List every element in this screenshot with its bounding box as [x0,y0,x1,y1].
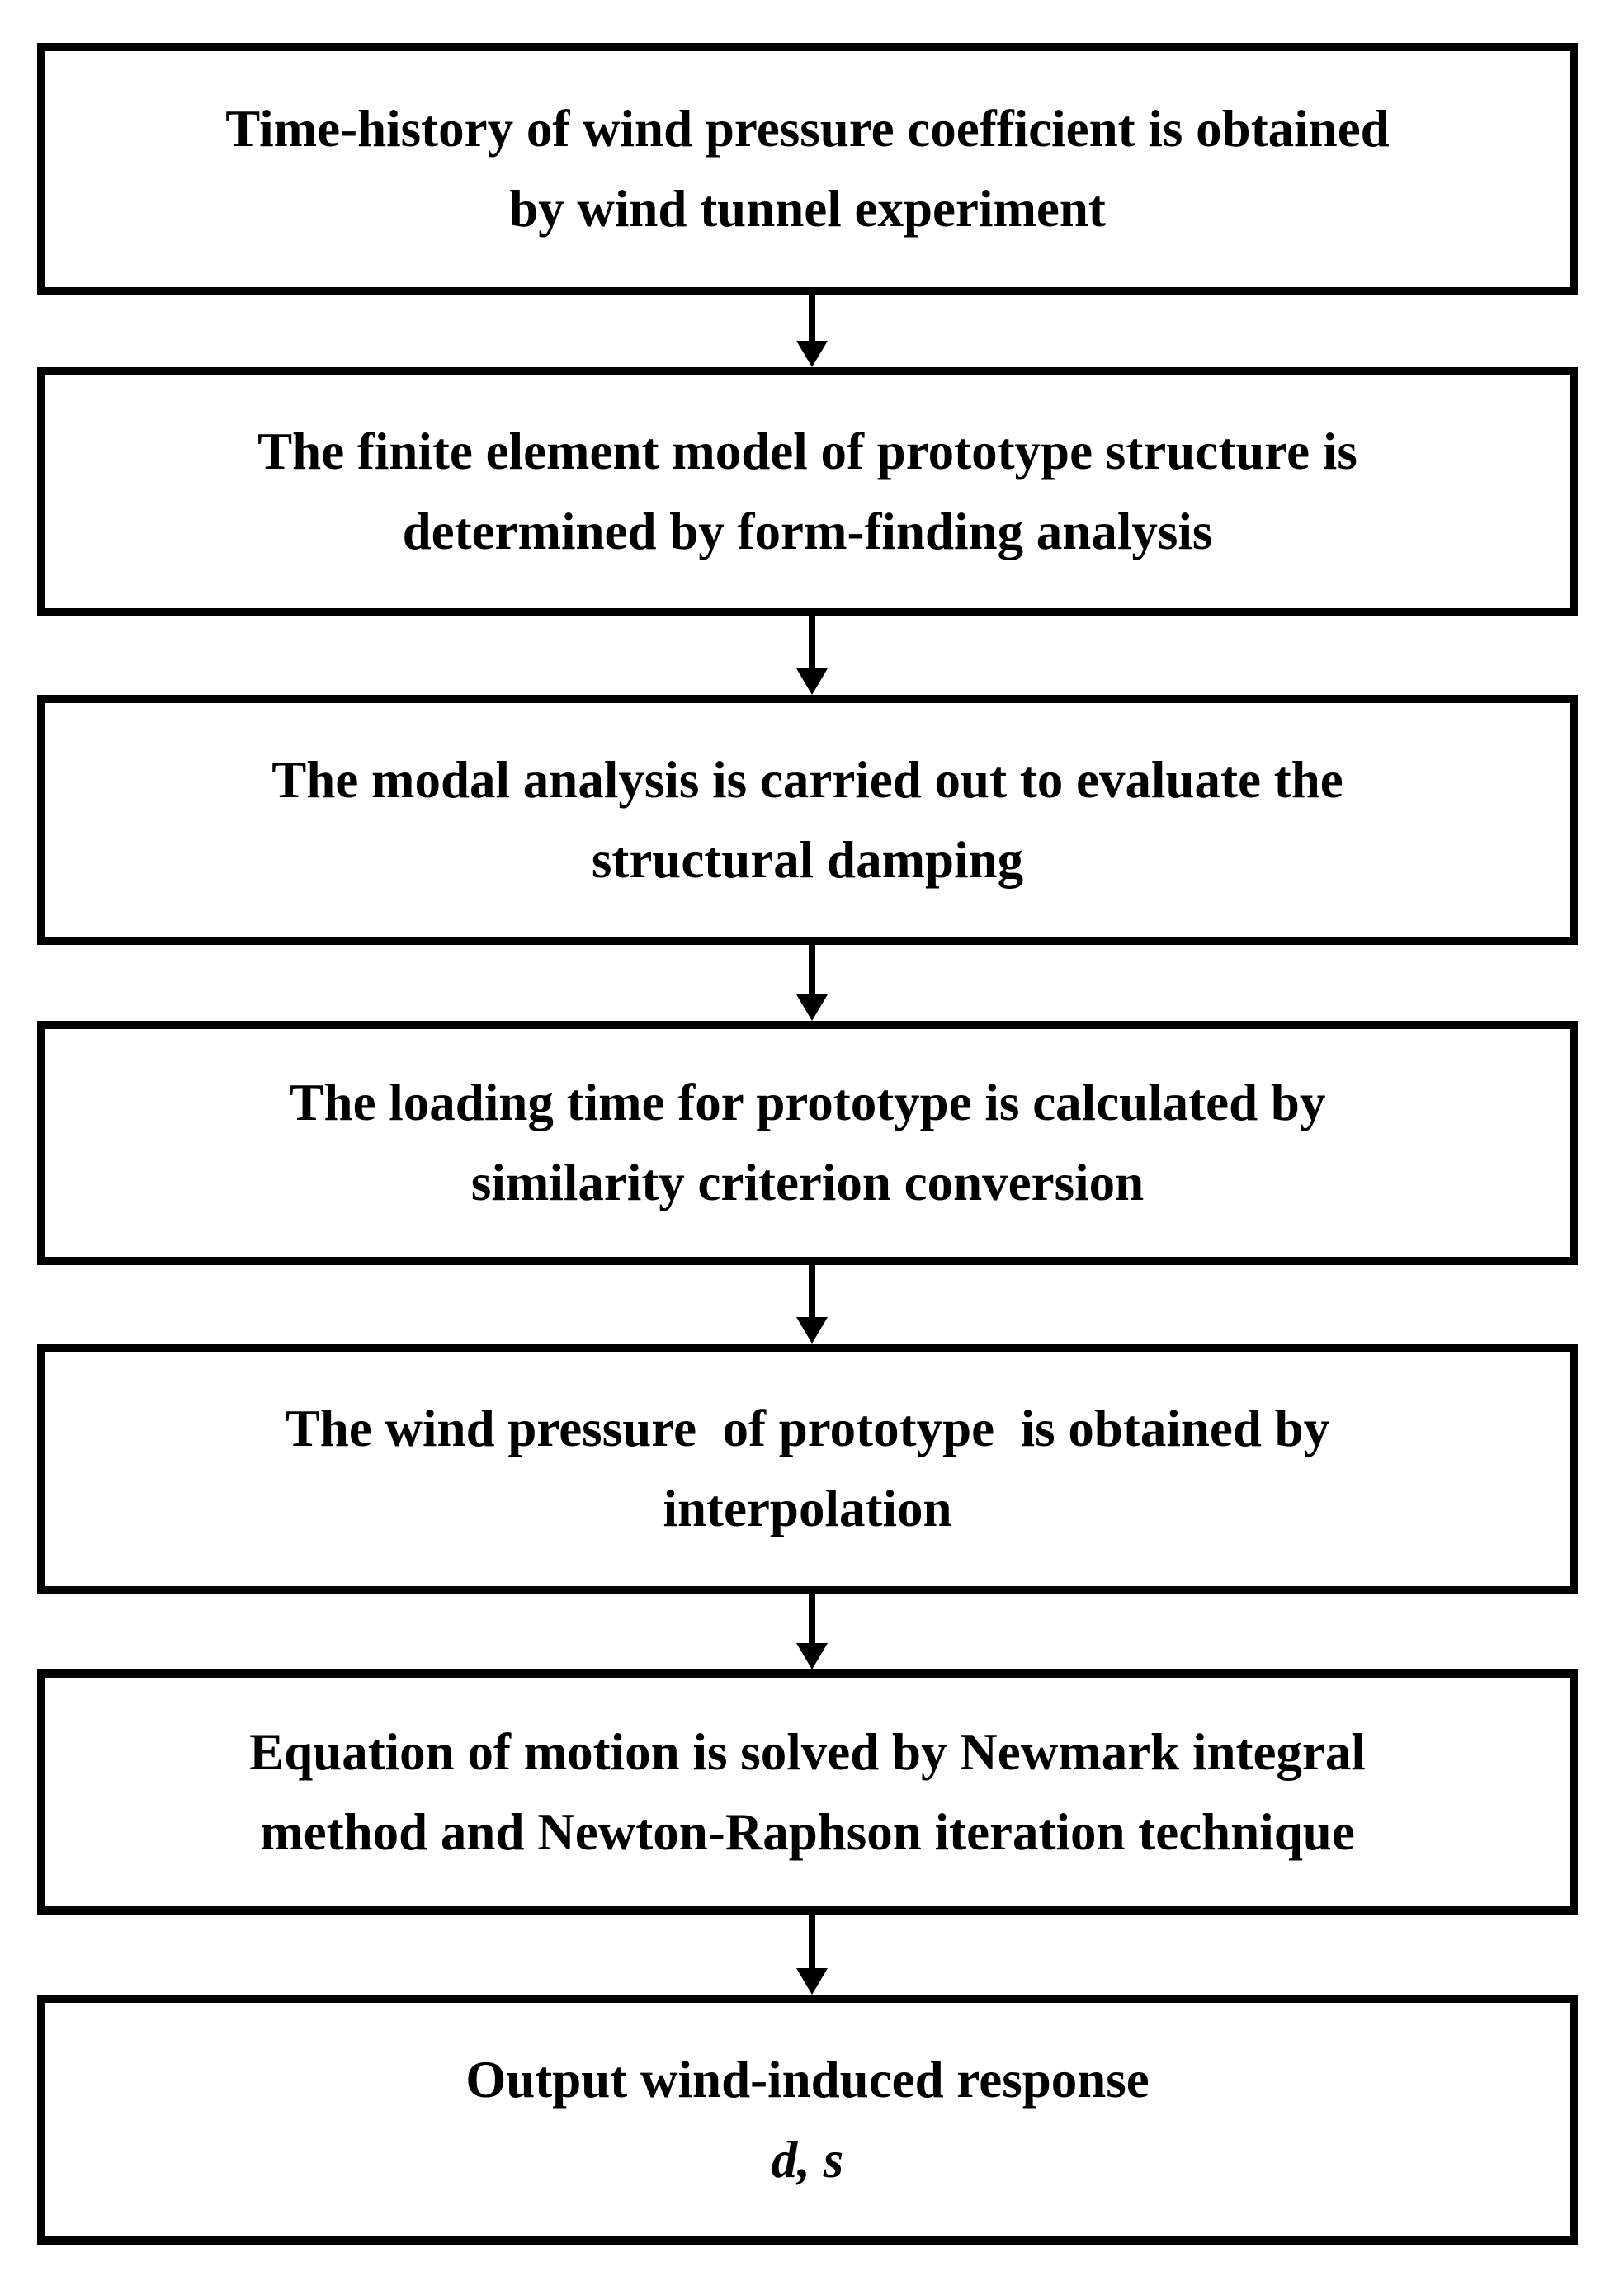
flow-arrow [782,1594,842,1669]
step-modal-analysis-damping: The modal analysis is carried out to eva… [37,695,1578,945]
arrow-stem [809,616,815,668]
flow-arrow [782,616,842,695]
step-text-line: method and Newton-Raphson iteration tech… [260,1802,1355,1861]
flow-arrow [782,945,842,1021]
step-text-line: Time-history of wind pressure coefficien… [225,100,1390,158]
step-output-symbols: d, s [771,2130,844,2189]
arrow-stem [809,945,815,994]
step-wind-pressure-interpolation: The wind pressure of prototype is obtain… [37,1344,1578,1594]
flow-arrow [782,1265,842,1344]
arrow-stem [809,1594,815,1643]
step-text-line: The finite element model of prototype st… [257,423,1357,480]
arrow-head-icon [796,1643,828,1669]
arrow-head-icon [796,1317,828,1344]
arrow-head-icon [796,1968,828,1995]
step-equation-of-motion-solver: Equation of motion is solved by Newmark … [37,1669,1578,1915]
arrow-stem [809,1265,815,1317]
step-output-response: Output wind-induced response d, s [37,1995,1578,2245]
step-text-line: determined by form-finding analysis [402,503,1213,560]
step-text-line: The loading time for prototype is calcul… [289,1074,1326,1131]
step-text-line: structural damping [591,830,1024,889]
step-text-line: by wind tunnel experiment [509,180,1106,238]
flow-arrow [782,295,842,367]
step-text-line: The wind pressure of prototype is obtain… [285,1400,1330,1457]
arrow-head-icon [796,994,828,1021]
flow-arrow [782,1915,842,1995]
step-loading-time-similarity: The loading time for prototype is calcul… [37,1021,1578,1265]
step-text-line: The modal analysis is carried out to eva… [271,750,1343,809]
step-text-line: Equation of motion is solved by Newmark … [249,1722,1366,1781]
arrow-head-icon [796,668,828,695]
step-text-line: similarity criterion conversion [470,1154,1145,1211]
step-fe-model-form-finding: The finite element model of prototype st… [37,367,1578,616]
step-text-line: interpolation [663,1480,952,1537]
arrow-stem [809,1915,815,1968]
arrow-head-icon [796,341,828,367]
step-text-line: Output wind-induced response [465,2050,1150,2109]
step-wind-tunnel-pressure: Time-history of wind pressure coefficien… [37,43,1578,295]
arrow-stem [809,295,815,341]
